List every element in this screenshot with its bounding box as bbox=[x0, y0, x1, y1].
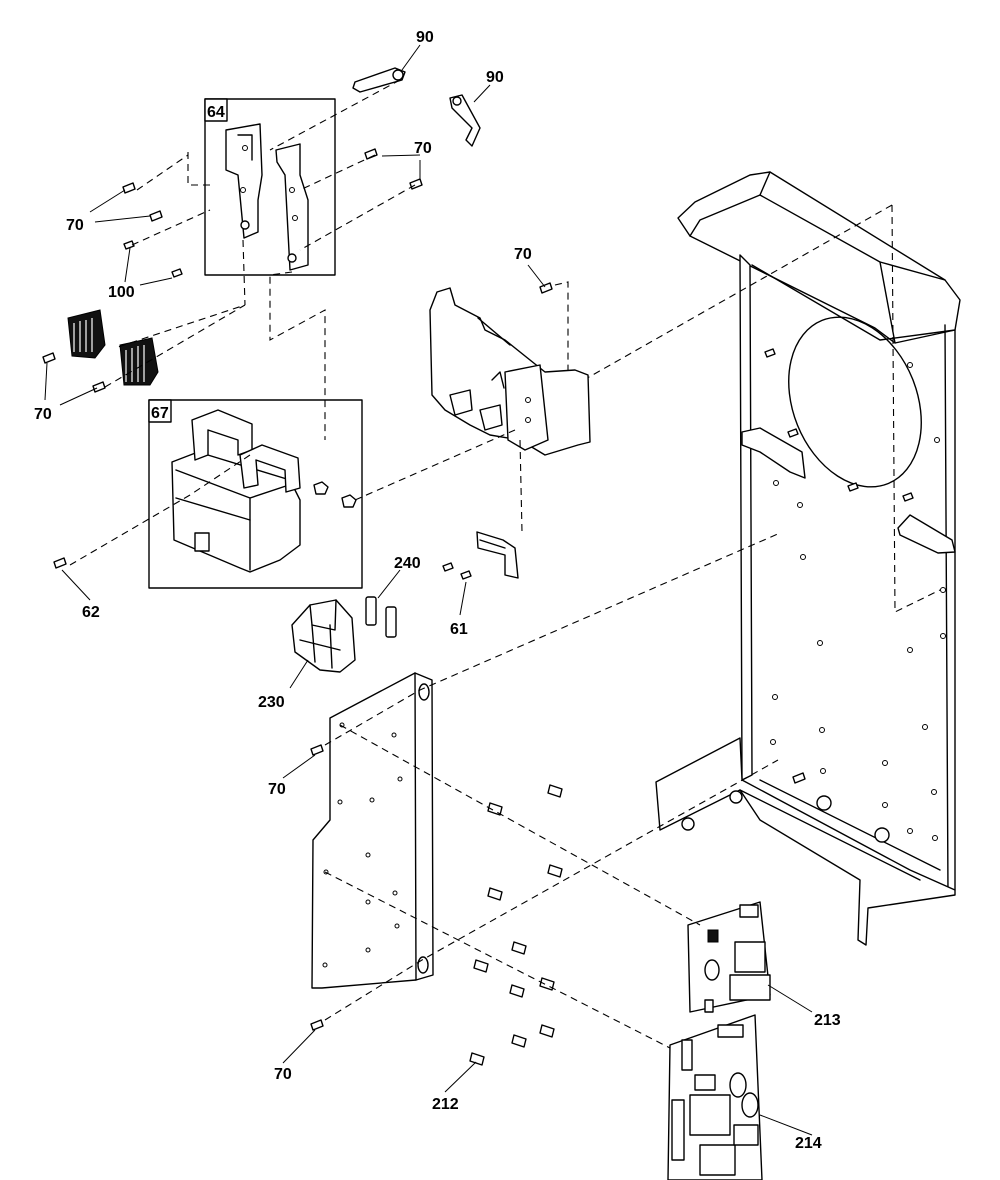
callout-70-heatsink: 70 bbox=[34, 406, 52, 423]
standoffs bbox=[469, 784, 563, 1066]
busbar-assembly-box-64 bbox=[204, 98, 336, 440]
lever-part-90-left bbox=[352, 67, 406, 93]
fuse-holder bbox=[291, 599, 356, 673]
heatsink-right bbox=[119, 337, 159, 386]
component-panel bbox=[311, 672, 434, 989]
callout-61: 61 bbox=[450, 621, 468, 638]
heatsink-left bbox=[67, 309, 106, 359]
callout-214: 214 bbox=[795, 1135, 822, 1152]
assembly-lines bbox=[69, 79, 781, 1049]
circuit-board-213 bbox=[687, 901, 771, 1013]
callout-240: 240 bbox=[394, 555, 421, 572]
mounting-holes bbox=[770, 362, 946, 841]
callouts: 90 90 70 70 100 70 70 62 240 61 230 70 2… bbox=[34, 29, 841, 1152]
mounting-plate bbox=[429, 287, 591, 456]
callout-70-top-left: 70 bbox=[66, 217, 84, 234]
callout-70-panel-top: 70 bbox=[268, 781, 286, 798]
callout-90-left: 90 bbox=[416, 29, 434, 46]
din-rail-bracket bbox=[476, 531, 519, 579]
callout-100: 100 bbox=[108, 284, 135, 301]
callout-70-plate: 70 bbox=[514, 246, 532, 263]
breaker-assembly-box-67 bbox=[148, 399, 363, 589]
box-label-64: 64 bbox=[207, 104, 225, 121]
cabinet-frame bbox=[574, 171, 961, 946]
circuit-board-214 bbox=[667, 1014, 763, 1180]
screws bbox=[42, 148, 553, 1031]
callout-90-right: 90 bbox=[486, 69, 504, 86]
callout-230: 230 bbox=[258, 694, 285, 711]
box-label-67: 67 bbox=[151, 405, 169, 422]
callout-212: 212 bbox=[432, 1096, 459, 1113]
leader-lines bbox=[44, 44, 813, 1136]
callout-213: 213 bbox=[814, 1012, 841, 1029]
callout-70-top-right: 70 bbox=[414, 140, 432, 157]
callout-70-panel-bottom: 70 bbox=[274, 1066, 292, 1083]
fuses bbox=[365, 596, 397, 638]
callout-62: 62 bbox=[82, 604, 100, 621]
lever-part-90-right bbox=[449, 94, 481, 147]
studs bbox=[764, 348, 914, 784]
